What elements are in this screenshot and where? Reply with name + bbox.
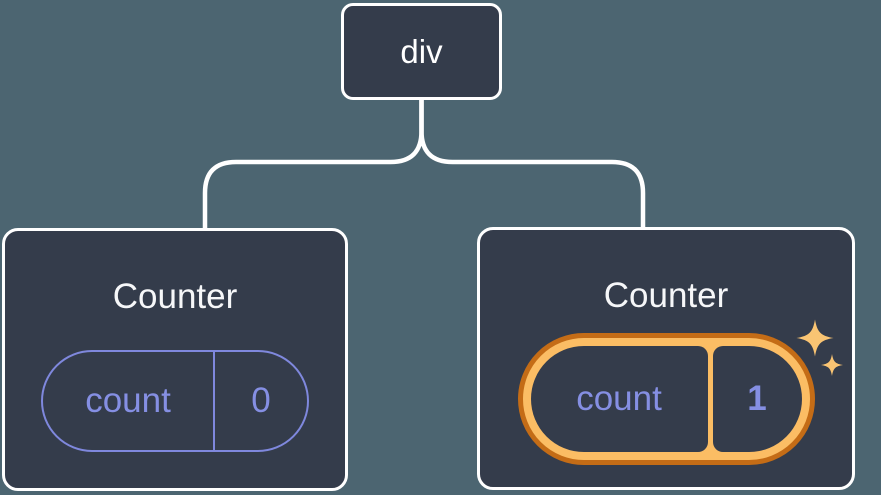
state-key-cell: count xyxy=(43,352,215,450)
tree-branch-left xyxy=(202,100,424,230)
root-node-label: div xyxy=(400,32,443,70)
tree-branch-right xyxy=(419,100,646,230)
state-key-cell: count xyxy=(530,346,708,452)
state-value-cell: 0 xyxy=(215,352,307,450)
component-title: Counter xyxy=(603,276,729,315)
root-node: div xyxy=(341,3,502,100)
state-value-cell: 1 xyxy=(712,346,802,452)
state-pill: count 0 xyxy=(41,350,309,452)
state-value-label: 0 xyxy=(251,381,271,420)
state-key-label: count xyxy=(576,379,662,418)
sparkle-large-icon xyxy=(796,319,834,357)
state-value-label: 1 xyxy=(747,379,767,418)
state-key-label: count xyxy=(85,381,171,420)
component-card-left: Counter count 0 xyxy=(2,228,348,491)
component-card-right: Counter count 1 xyxy=(477,227,855,490)
sparkle-small-icon xyxy=(821,354,843,376)
sparkles-icon xyxy=(796,319,843,376)
component-title: Counter xyxy=(112,277,238,316)
state-pill-highlighted: count 1 xyxy=(517,333,815,465)
